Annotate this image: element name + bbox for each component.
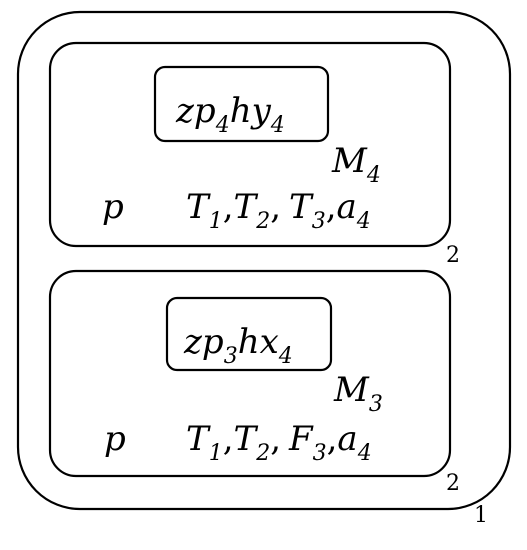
bottom-box-border	[48, 269, 452, 478]
outer-box-label: 1	[474, 503, 488, 528]
bottom-inner-label-box	[165, 296, 333, 372]
top-box: zp4hy4 M4 p T1,T2,T3,a4 2	[48, 41, 460, 268]
top-box-border	[48, 41, 452, 248]
bottom-inner-label: zp3hx4	[183, 322, 293, 369]
top-left-symbol: p	[102, 187, 124, 227]
bottom-box: zp3hx4 M3 p T1,T2,F3,a4 2	[48, 269, 460, 496]
top-model-label: M4	[331, 141, 381, 188]
bottom-box-label: 2	[446, 471, 460, 496]
top-inner-label-box	[153, 65, 330, 143]
top-box-label: 2	[446, 243, 460, 268]
top-inner-label: zp4hy4	[175, 91, 285, 138]
bottom-row-formula: T1,T2,F3,a4	[186, 419, 372, 466]
outer-box	[16, 10, 512, 511]
bottom-model-label: M3	[333, 370, 383, 417]
top-row-formula: T1,T2,T3,a4	[186, 187, 371, 234]
bottom-left-symbol: p	[104, 419, 126, 459]
